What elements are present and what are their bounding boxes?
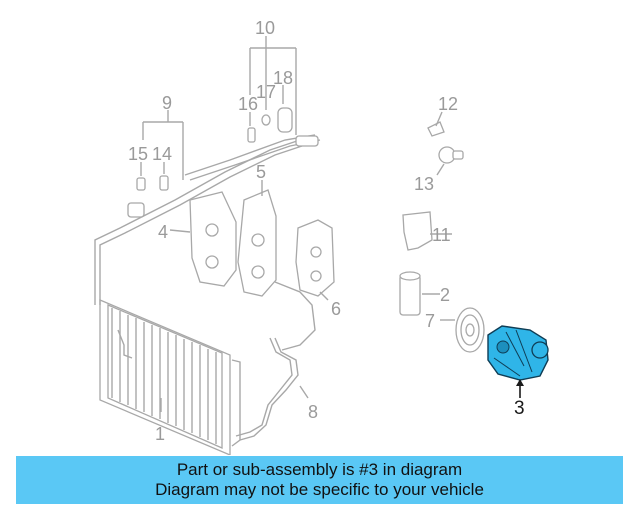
callout-15: 15 (128, 144, 148, 164)
callout-18: 18 (273, 68, 293, 88)
small-hardware (136, 107, 293, 191)
mounting-brackets (189, 189, 335, 297)
callout-7: 7 (425, 311, 435, 331)
callout-6: 6 (331, 299, 341, 319)
receiver-drier-part-2 (399, 271, 421, 316)
callout-2: 2 (440, 285, 450, 305)
leader-lines (140, 36, 524, 412)
diagram-info-banner: Part or sub-assembly is #3 in diagram Di… (16, 456, 623, 504)
callout-1: 1 (155, 424, 165, 444)
sensor-part-13 (438, 146, 464, 164)
callout-11: 11 (432, 225, 451, 245)
parts-diagram: 10 18 17 16 9 15 14 5 4 6 12 13 11 2 7 8… (94, 18, 549, 455)
condenser-part-1 (99, 299, 241, 455)
callout-8: 8 (308, 402, 318, 422)
switch-part-12 (427, 121, 445, 137)
callout-5: 5 (256, 162, 266, 182)
bracket-part-11 (402, 211, 433, 251)
callout-labels: 10 18 17 16 9 15 14 5 4 6 12 13 11 2 7 8… (128, 18, 525, 444)
clutch-pulley-part-7 (455, 307, 485, 353)
callout-17: 17 (256, 82, 276, 102)
compressor-part-3 (487, 325, 549, 381)
callout-14: 14 (152, 144, 172, 164)
callout-3: 3 (514, 398, 525, 419)
callout-9: 9 (162, 93, 172, 113)
banner-line-2: Diagram may not be specific to your vehi… (155, 480, 484, 499)
callout-13: 13 (414, 174, 434, 194)
banner-line-1: Part or sub-assembly is #3 in diagram (176, 460, 463, 479)
refrigerant-lines (94, 134, 321, 441)
callout-4: 4 (158, 222, 168, 242)
callout-16: 16 (238, 94, 258, 114)
callout-12: 12 (438, 94, 458, 114)
callout-10: 10 (255, 18, 275, 38)
